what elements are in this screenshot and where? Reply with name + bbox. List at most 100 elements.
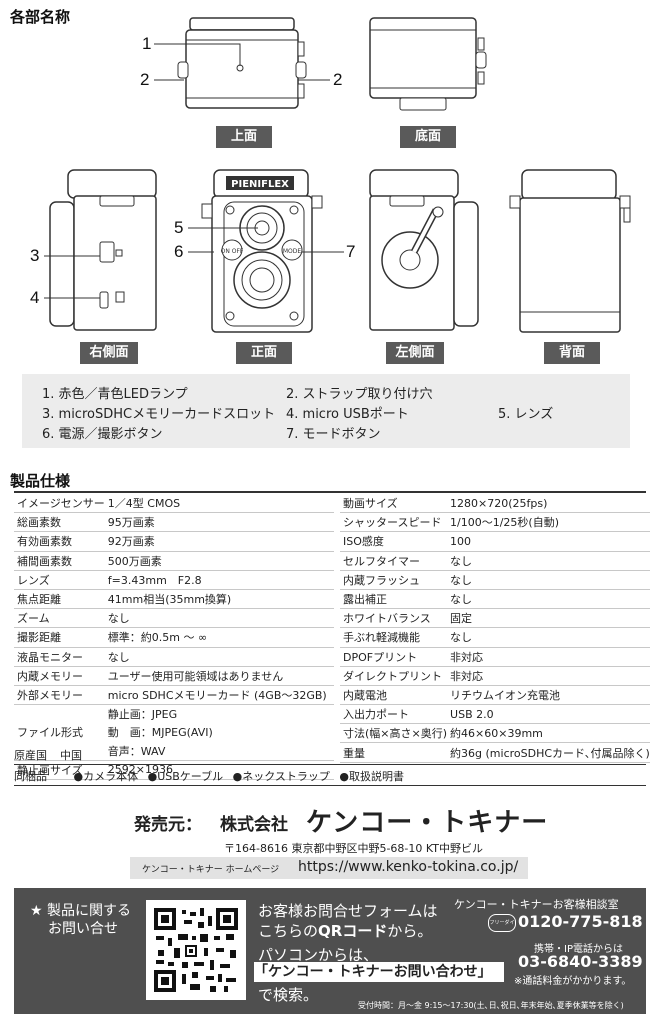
camera-left-side-view xyxy=(369,169,479,331)
origin-label: 原産国 xyxy=(14,749,47,762)
center-name: ケンコー・トキナーお客様相談室 xyxy=(454,898,619,911)
spec-key: 内蔵フラッシュ xyxy=(340,570,448,590)
legend-item-4: 4. micro USBポート xyxy=(286,407,409,422)
table-row: 重量約36g (microSDHCカード､付属品除く) xyxy=(340,742,650,763)
callout-2-top-left: 2 xyxy=(140,70,150,89)
bundled-item: ●カメラ本体 xyxy=(73,770,139,783)
table-row: 内蔵電池リチウムイオン充電池 xyxy=(340,685,650,706)
spec-value: なし xyxy=(447,589,650,610)
spec-top-rule xyxy=(14,491,646,493)
callout-3: 3 xyxy=(30,246,40,265)
spec-value: 500万画素 xyxy=(104,551,334,571)
seller-address: 〒164-8616 東京都中野区中野5-68-10 KT中野ビル xyxy=(224,842,483,855)
label-top-view: 上面 xyxy=(216,126,272,148)
spec-value: ユーザー使用可能領域はありません xyxy=(104,666,334,686)
spec-key: 動画サイズ xyxy=(340,494,448,514)
spec-key: 補間画素数 xyxy=(14,551,105,571)
spec-key: ISO感度 xyxy=(340,531,448,552)
callout-7: 7 xyxy=(346,242,356,261)
spec-key: 手ぶれ軽減機能 xyxy=(340,627,448,648)
spec-value: なし xyxy=(447,551,650,571)
callout-line-1 xyxy=(154,43,241,66)
form-line2-post: から。 xyxy=(387,922,433,940)
spec-key: 露出補正 xyxy=(340,589,448,610)
camera-top-view xyxy=(177,17,307,109)
bundled-item: ●取扱説明書 xyxy=(339,770,405,783)
qr-code[interactable] xyxy=(146,900,246,1000)
seller-company-type: 株式会社 xyxy=(220,815,288,835)
spec-key: 寸法(幅×高さ×奥行) xyxy=(340,723,448,744)
on-off-label: ON OFF xyxy=(221,248,244,255)
callout-line-7 xyxy=(302,251,344,253)
table-row: 手ぶれ軽減機能なし xyxy=(340,627,650,648)
camera-front-view: PIENIFLEX ON OFF MODE xyxy=(201,169,323,333)
spec-value: 静止画：JPEG xyxy=(107,708,178,722)
spec-key: シャッタースピード xyxy=(340,512,448,533)
camera-bottom-view xyxy=(369,17,487,111)
camera-back-view xyxy=(509,169,631,333)
callout-line-6 xyxy=(188,251,214,253)
spec-value: 約46×60×39mm xyxy=(447,723,650,744)
legend-item-7: 7. モードボタン xyxy=(286,427,381,442)
free-dial-number[interactable]: 0120-775-818 xyxy=(518,912,643,931)
spec-mid-rule xyxy=(14,764,646,765)
table-row: ホワイトバランス固定 xyxy=(340,608,650,629)
spec-value: 非対応 xyxy=(447,647,650,667)
spec-value: 41mm相当(35mm換算) xyxy=(104,589,334,610)
homepage-url[interactable]: https://www.kenko-tokina.co.jp/ xyxy=(298,859,519,875)
spec-key: 有効画素数 xyxy=(14,531,105,552)
origin-value: 中国 xyxy=(60,749,82,762)
spec-key: ダイレクトプリント xyxy=(340,666,448,686)
spec-key: レンズ xyxy=(14,570,105,590)
label-right-side-view: 右側面 xyxy=(80,342,138,364)
spec-value: リチウムイオン充電池 xyxy=(447,685,650,706)
free-dial-icon: フリーダイヤル xyxy=(488,914,516,932)
mode-label: MODE xyxy=(283,248,302,255)
origin-row: 原産国中国 xyxy=(14,747,82,763)
callout-4: 4 xyxy=(30,288,40,307)
camera-right-side-view xyxy=(49,169,157,331)
form-line2: こちらのQRコードから。 xyxy=(258,920,432,941)
spec-value: micro SDHCメモリーカード (4GB～32GB) xyxy=(104,685,334,706)
form-line2-qr: QRコード xyxy=(318,922,388,940)
homepage-bar: ケンコー・トキナー ホームページ https://www.kenko-tokin… xyxy=(130,857,528,879)
qr-code-pattern xyxy=(154,908,238,992)
spec-value: なし xyxy=(447,570,650,590)
table-row: ズームなし xyxy=(14,608,334,629)
spec-value: USB 2.0 xyxy=(447,704,650,725)
label-front-view: 正面 xyxy=(236,342,292,364)
mobile-number[interactable]: 03-6840-3389 xyxy=(518,952,643,971)
spec-value: なし xyxy=(447,627,650,648)
table-row: 動 画：MJPEG(AVI) xyxy=(14,723,334,741)
table-row: 寸法(幅×高さ×奥行)約46×60×39mm xyxy=(340,723,650,744)
contact-heading-line1: ★ 製品に関する xyxy=(30,903,132,919)
spec-section-title: 製品仕様 xyxy=(10,472,71,490)
callout-line-2b xyxy=(298,79,330,81)
callout-5: 5 xyxy=(174,218,184,237)
table-row: ファイル形式静止画：JPEG xyxy=(14,704,334,761)
spec-bottom-rule xyxy=(14,785,646,786)
spec-value: 音声：WAV xyxy=(104,741,334,761)
callout-line-5 xyxy=(188,227,258,229)
label-left-side-view: 左側面 xyxy=(386,342,444,364)
bundled-label: 同梱品 xyxy=(14,770,47,783)
spec-value: 固定 xyxy=(447,608,650,629)
spec-value: 2592×1936 xyxy=(104,760,334,780)
spec-key: DPOFプリント xyxy=(340,647,448,667)
spec-key: 静止画サイズ xyxy=(14,760,105,780)
spec-value: 非対応 xyxy=(447,666,650,686)
table-row: 内蔵メモリーユーザー使用可能領域はありません xyxy=(14,666,334,686)
table-row: 撮影距離標準：約0.5m ～ ∞ xyxy=(14,627,334,648)
spec-value: 標準：約0.5m ～ ∞ xyxy=(104,627,334,648)
spec-value: 動 画：MJPEG(AVI) xyxy=(107,726,213,740)
mobile-label: 携帯・IP電話からは xyxy=(534,944,623,955)
form-line2-pre: こちらの xyxy=(258,922,319,940)
spec-key: 重量 xyxy=(340,742,448,763)
